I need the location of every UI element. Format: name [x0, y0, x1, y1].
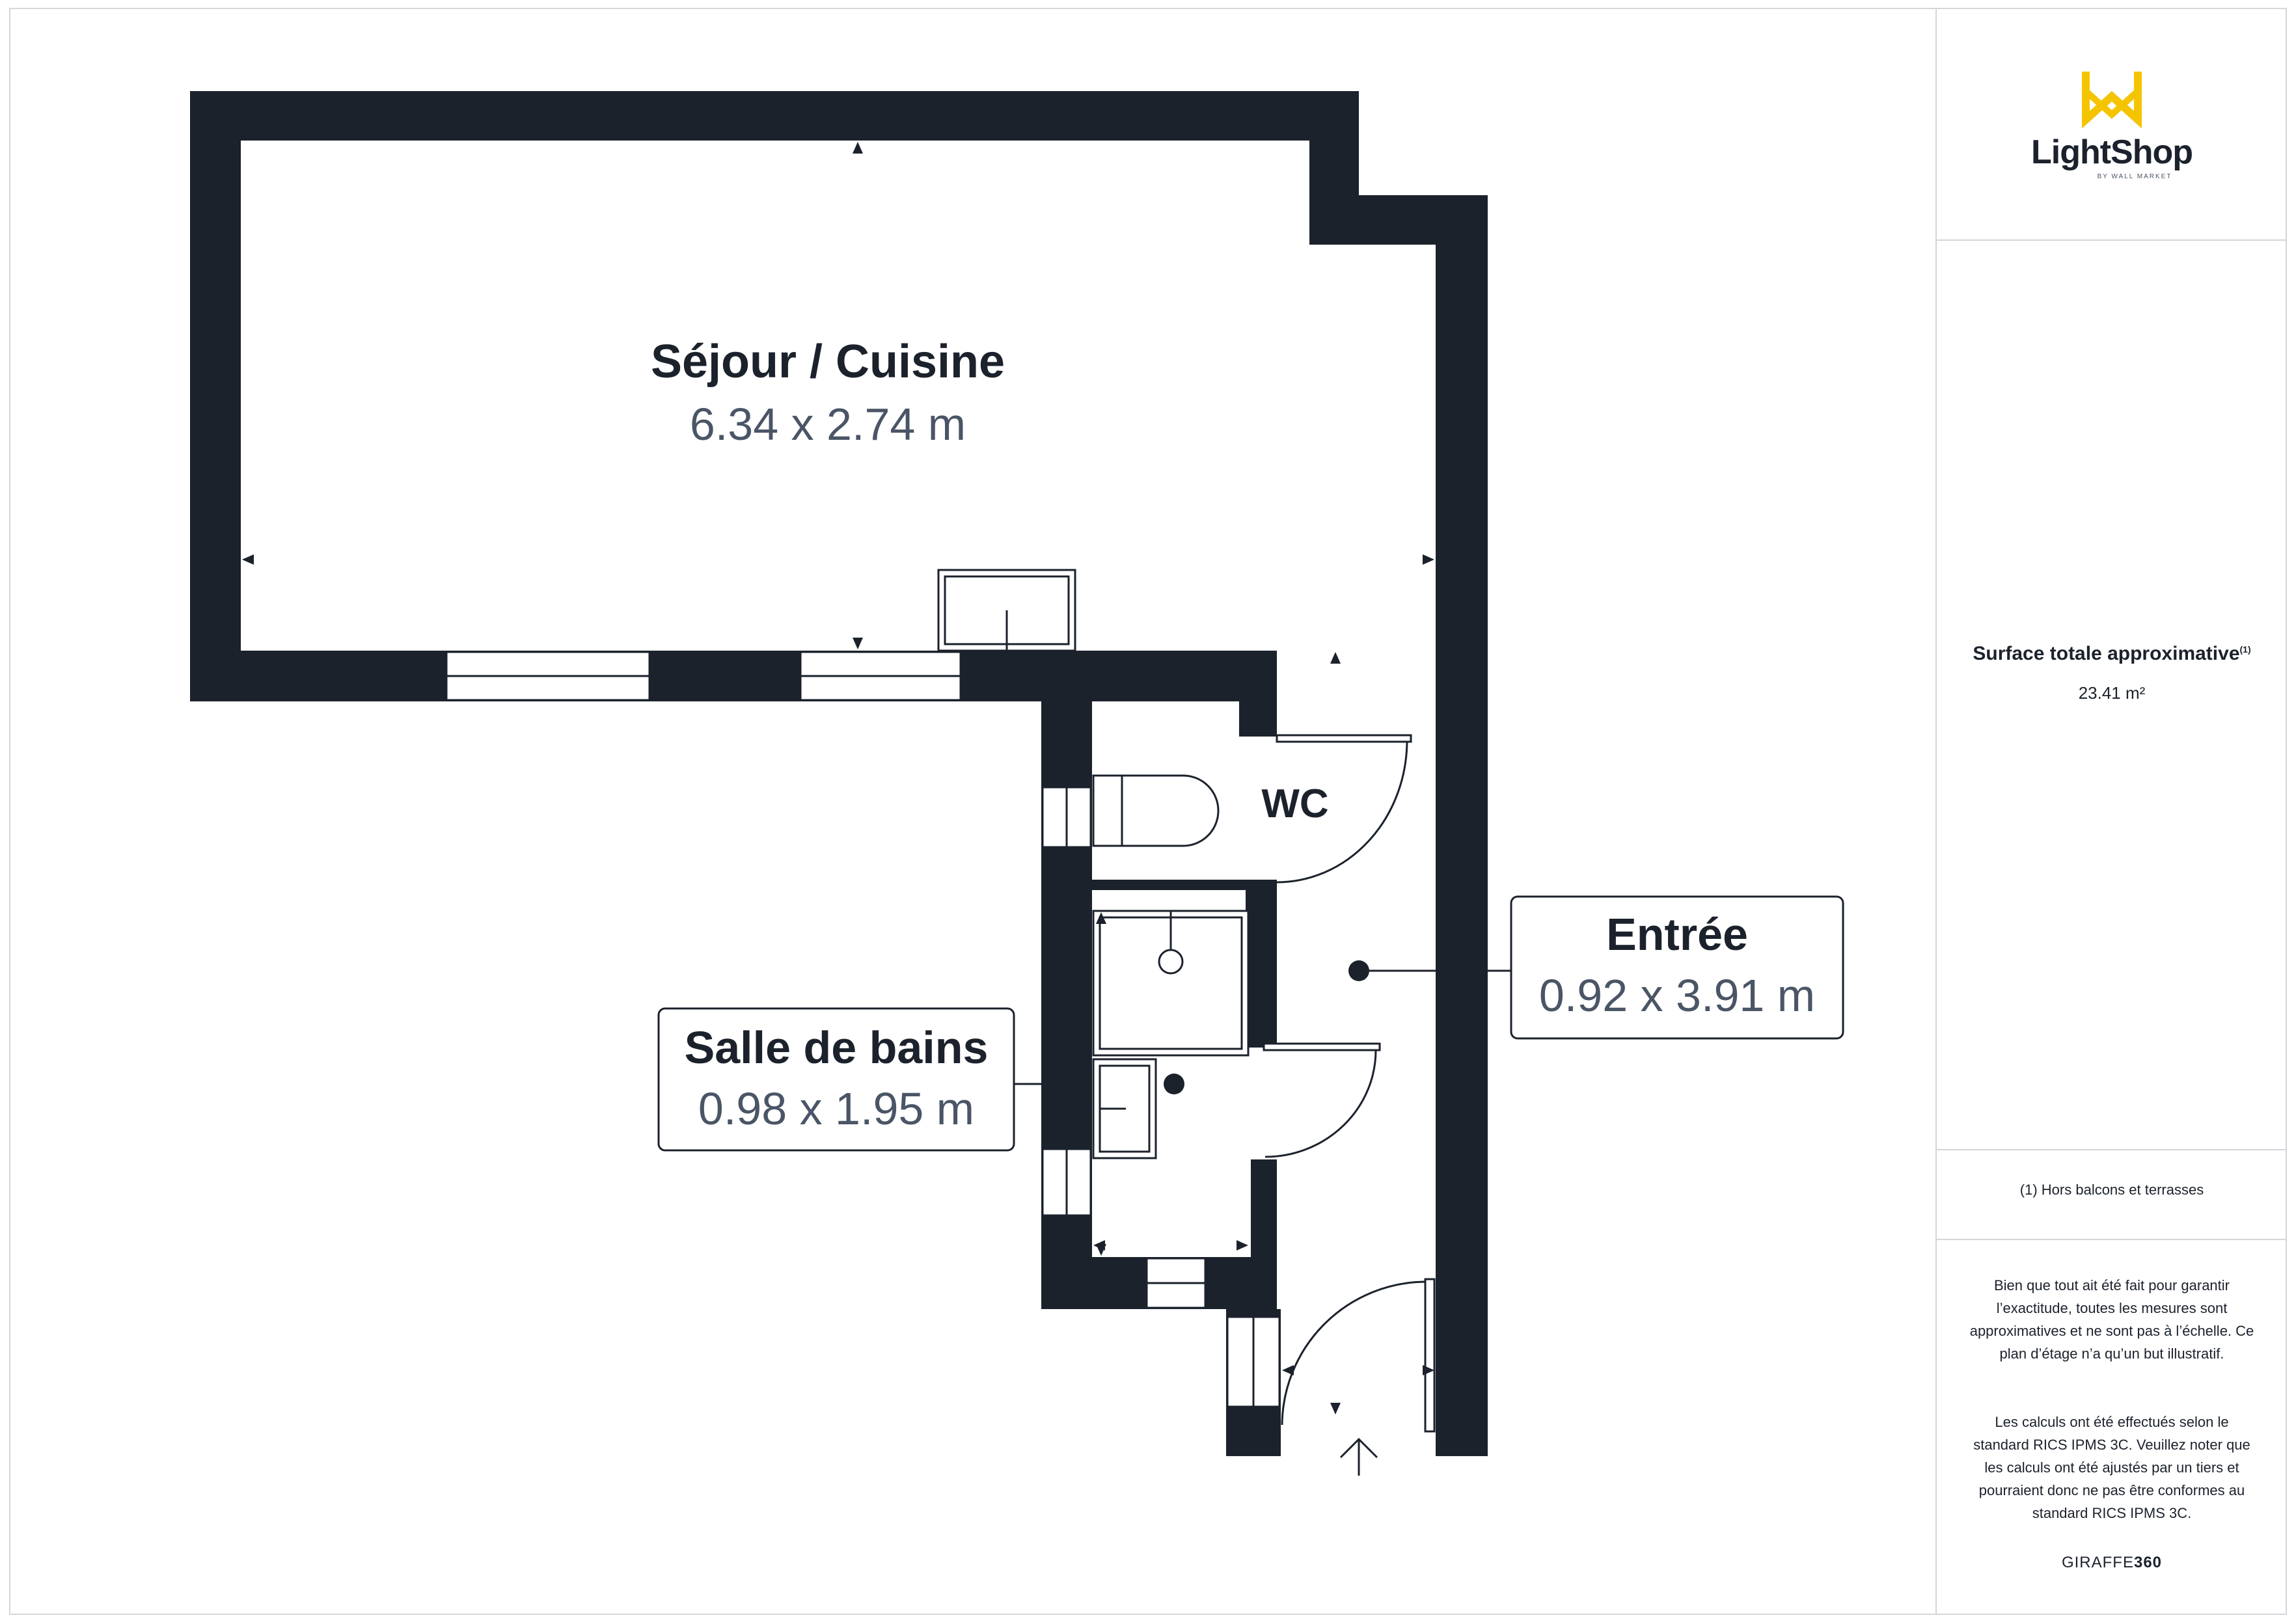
info-panel: LightShop BY WALL MARKET Surface totale … — [1935, 9, 2287, 1614]
disclaimer-paragraph-1: Bien que tout ait été fait pour garantir… — [1969, 1277, 2254, 1362]
washbasin-icon — [1092, 1058, 1157, 1159]
shower-icon — [1092, 910, 1250, 1057]
logo-section: LightShop BY WALL MARKET — [1937, 9, 2287, 241]
room-dims-entree: 0.92 x 3.91 m — [1539, 970, 1815, 1021]
doors — [1263, 734, 1436, 1433]
callout-salle-de-bains: Salle de bains 0.98 x 1.95 m — [657, 1007, 1184, 1152]
toilet-icon — [1092, 774, 1220, 847]
surface-note-ref: (1) — [2239, 644, 2251, 655]
logo-subtitle: BY WALL MARKET — [2097, 173, 2172, 180]
entrance-arrow-icon — [1339, 1437, 1378, 1476]
surface-section: Surface totale approximative(1) 23.41 m² — [1937, 241, 2287, 1150]
disclaimer-paragraph-2: Les calculs ont été effectués selon le s… — [1973, 1414, 2250, 1521]
page-frame — [9, 8, 2287, 1615]
footnote-text: (1) Hors balcons et terrasses — [2019, 1182, 2204, 1198]
surface-label: Surface totale approximative(1) — [1973, 643, 2251, 664]
entrance-door — [1281, 1278, 1436, 1433]
room-name-wc: WC — [1261, 781, 1328, 826]
brand-footer: GIRAFFE360 — [2061, 1554, 2163, 1571]
floor-plan: Séjour / Cuisine 6.34 x 2.74 m WC Entrée… — [190, 91, 1844, 1476]
kitchen-sink-icon — [937, 569, 1076, 652]
room-name-entree: Entrée — [1606, 909, 1748, 960]
wc-door — [1276, 734, 1412, 884]
lightshop-logo-icon — [2082, 72, 2142, 129]
surface-value: 23.41 m² — [2078, 683, 2146, 703]
logo-name: LightShop — [2030, 133, 2193, 171]
dimension-markers — [242, 142, 1434, 1414]
room-dims-sejour: 6.34 x 2.74 m — [690, 399, 966, 450]
disclaimer-section: Bien que tout ait été fait pour garantir… — [1937, 1240, 2287, 1612]
callout-entree: Entrée 0.92 x 3.91 m — [1348, 895, 1844, 1040]
walls — [190, 91, 1488, 1456]
fixtures — [937, 569, 1250, 1159]
bathroom-door — [1263, 1042, 1381, 1158]
footnote-section: (1) Hors balcons et terrasses — [1937, 1150, 2287, 1240]
windows — [445, 651, 1281, 1408]
room-name-salle-de-bains: Salle de bains — [685, 1022, 989, 1073]
room-dims-salle-de-bains: 0.98 x 1.95 m — [698, 1083, 974, 1134]
room-name-sejour: Séjour / Cuisine — [651, 336, 1005, 388]
